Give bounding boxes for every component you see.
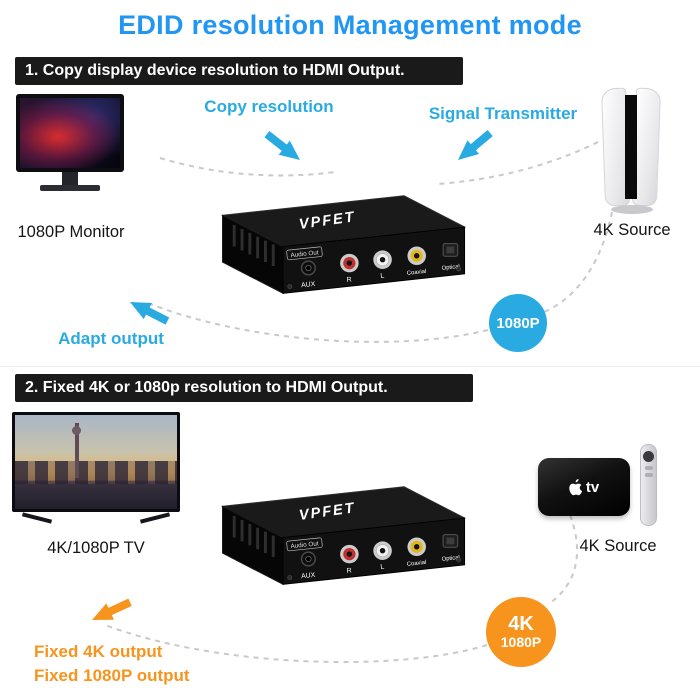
streamer-box: tv bbox=[538, 458, 630, 516]
badge2-line2: 1080P bbox=[500, 634, 542, 650]
page-title: EDID resolution Management mode bbox=[118, 10, 582, 40]
copy-resolution-label: Copy resolution bbox=[204, 97, 334, 116]
remote-button bbox=[644, 466, 653, 470]
audio-extractor-device-2: VPFET Audio Out AUX R L Coaxial Optical bbox=[220, 486, 467, 586]
r-label: R bbox=[346, 567, 352, 574]
badge1-text: 1080P bbox=[496, 314, 540, 332]
signal-transmitter-arrow bbox=[458, 129, 493, 160]
remote-button bbox=[644, 473, 653, 477]
device-screw-right bbox=[456, 557, 462, 563]
device-brand: VPFET bbox=[298, 500, 357, 524]
device-screw-left bbox=[287, 575, 293, 580]
appletv-logo-text: tv bbox=[585, 478, 600, 496]
audio-out-box bbox=[286, 537, 323, 552]
monitor-label: 1080P Monitor bbox=[17, 223, 125, 241]
device-screw-right bbox=[456, 266, 462, 272]
adapt-output-label: Adapt output bbox=[58, 329, 164, 348]
section2-header: 2. Fixed 4K or 1080p resolution to HDMI … bbox=[15, 374, 473, 402]
rca-port-l bbox=[373, 541, 392, 560]
monitor-stand-base bbox=[40, 185, 100, 191]
rca-port-coaxial bbox=[407, 537, 426, 557]
monitor-stand-neck bbox=[62, 172, 78, 185]
optical-label: Optical bbox=[441, 555, 460, 563]
optical-port bbox=[442, 243, 459, 257]
rca-port-r bbox=[340, 544, 359, 564]
aux-label: AUX bbox=[301, 572, 316, 580]
console-core bbox=[625, 95, 637, 199]
source-label-2: 4K Source bbox=[579, 537, 657, 555]
remote-touchpad bbox=[643, 451, 654, 462]
adapt-output-arrow bbox=[130, 302, 170, 325]
l-label: L bbox=[380, 564, 385, 571]
resolution-badge-4k-1080p: 4K 1080P bbox=[486, 597, 556, 667]
dashed-badge1-to-monitor bbox=[147, 302, 489, 343]
rca-port-r bbox=[340, 253, 359, 273]
section-divider bbox=[0, 366, 700, 367]
l-label: L bbox=[380, 273, 385, 280]
device-vents bbox=[232, 225, 275, 267]
fixed-output-arrow bbox=[92, 598, 132, 620]
aux-label: AUX bbox=[301, 281, 316, 289]
audio-extractor-device-1: VPFET Audio Out AUX R L Coaxial Optical bbox=[220, 195, 467, 295]
device-vents bbox=[232, 516, 275, 558]
monitor-bezel bbox=[16, 94, 124, 172]
section1-header: 1. Copy display device resolution to HDM… bbox=[15, 57, 463, 85]
coaxial-label: Coaxial bbox=[407, 560, 427, 568]
audio-out-label: Audio Out bbox=[290, 540, 319, 550]
tv-foot-right bbox=[139, 512, 171, 524]
4k-source-streamer-image: tv bbox=[538, 444, 668, 542]
tv-tower-top bbox=[72, 426, 82, 436]
console-base bbox=[611, 205, 653, 214]
4k-source-console-image bbox=[596, 86, 668, 214]
dashed-monitor-to-device bbox=[159, 157, 336, 177]
tv-tower bbox=[74, 423, 79, 478]
audio-out-label: Audio Out bbox=[290, 249, 319, 259]
monitor-1080p-image bbox=[16, 94, 124, 191]
aux-port-hole bbox=[305, 555, 312, 563]
rca-port-coaxial bbox=[407, 246, 426, 266]
r-label: R bbox=[346, 276, 352, 283]
fixed-1080p-output-label: Fixed 1080P output bbox=[34, 666, 190, 685]
resolution-badge-1080p: 1080P bbox=[489, 294, 547, 352]
dashed-source-to-device bbox=[437, 141, 599, 185]
device-brand: VPFET bbox=[298, 209, 357, 233]
tv-4k-image bbox=[12, 412, 180, 524]
badge2-line1: 4K bbox=[508, 613, 534, 635]
tv-screen bbox=[15, 415, 177, 509]
tv-label: 4K/1080P TV bbox=[47, 539, 145, 557]
audio-out-box bbox=[286, 246, 323, 261]
source-label-1: 4K Source bbox=[593, 221, 671, 239]
optical-label: Optical bbox=[441, 264, 460, 272]
apple-logo-icon bbox=[569, 478, 582, 495]
fixed-4k-output-label: Fixed 4K output bbox=[34, 642, 163, 661]
monitor-screen bbox=[20, 98, 120, 168]
rca-port-l bbox=[373, 250, 392, 269]
tv-bezel bbox=[12, 412, 180, 524]
optical-port bbox=[442, 534, 459, 548]
signal-transmitter-label: Signal Transmitter bbox=[428, 104, 578, 123]
tv-skyline bbox=[15, 461, 177, 484]
coaxial-label: Coaxial bbox=[407, 269, 427, 277]
device-screw-left bbox=[287, 284, 293, 289]
aux-port-hole bbox=[305, 264, 312, 272]
tv-foot-left bbox=[21, 512, 53, 524]
copy-resolution-arrow bbox=[264, 130, 300, 160]
remote-image bbox=[640, 444, 657, 526]
